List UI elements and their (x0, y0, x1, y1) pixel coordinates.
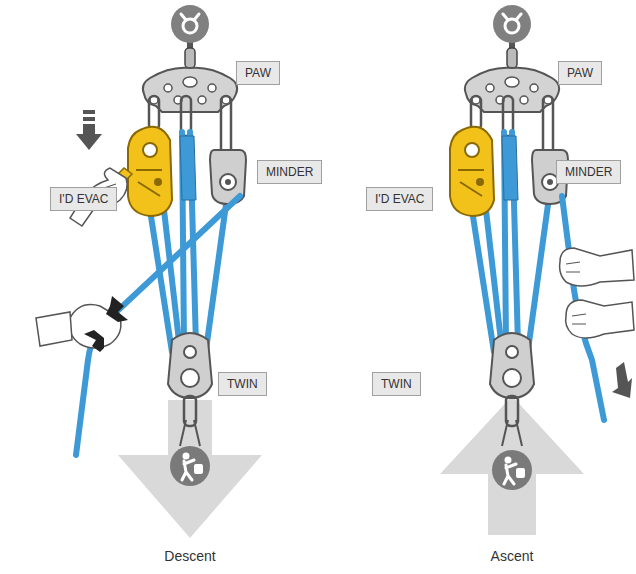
part-name: PAW (567, 66, 593, 80)
part-name: I'D EVAC (375, 192, 424, 206)
part-label-box: I'D EVAC (50, 187, 117, 211)
part-label-box: I'D EVAC (366, 187, 433, 211)
part-name: PAW (245, 66, 271, 80)
part-name: MINDER (266, 165, 313, 179)
panel-caption: Ascent (491, 548, 534, 564)
part-name: I'D EVAC (59, 192, 108, 206)
part-label-box: PAW (558, 61, 602, 85)
part-label-box: MINDER (556, 160, 621, 184)
part-name: TWIN (227, 377, 258, 391)
part-label-box: TWIN (218, 372, 267, 396)
panel-caption: Descent (164, 548, 215, 564)
part-label-box: MINDER (257, 160, 322, 184)
part-label-box: PAW (236, 61, 280, 85)
part-label-box: TWIN (372, 372, 421, 396)
part-name: MINDER (565, 165, 612, 179)
part-name: TWIN (381, 377, 412, 391)
